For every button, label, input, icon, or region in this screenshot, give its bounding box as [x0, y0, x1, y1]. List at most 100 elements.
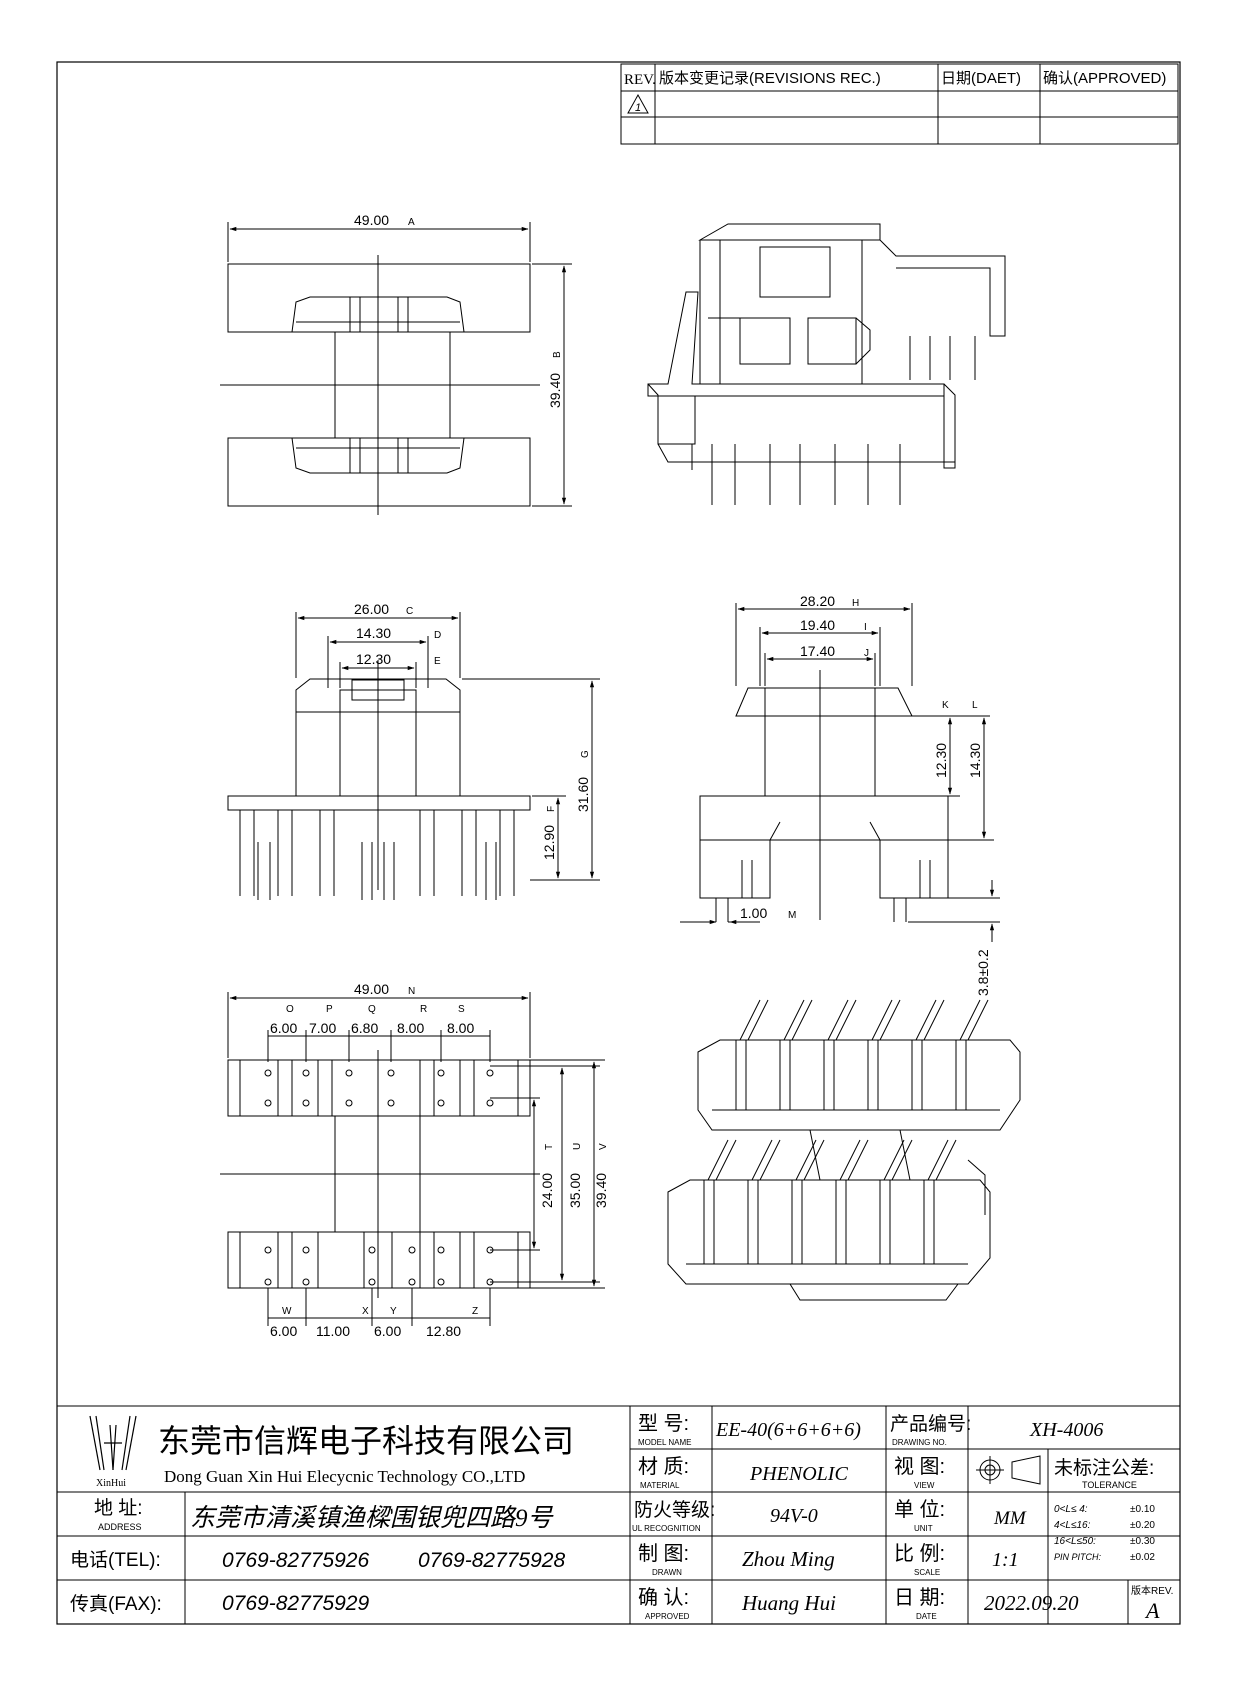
unit-label-en: UNIT — [914, 1524, 933, 1533]
dim-front-inner1: 14.30 — [356, 625, 391, 641]
dim-vert-3: 39.40 — [593, 1173, 609, 1208]
rev-header-rev: REV. — [624, 72, 656, 88]
dim-tag-g: G — [580, 750, 591, 758]
dim-tag-x: X — [362, 1306, 369, 1317]
outer-frame — [56, 61, 1181, 1625]
address-value: 东莞市清溪镇渔樑围银兜四路9号 — [190, 1504, 555, 1532]
dim-front-overall: 26.00 — [354, 601, 389, 617]
rev-header-approved: 确认(APPROVED) — [1043, 70, 1166, 87]
isometric-view-top — [647, 223, 1006, 505]
dim-side-inner2: 17.40 — [800, 643, 835, 659]
dim-vert-2: 35.00 — [567, 1173, 583, 1208]
dim-tag-z: Z — [472, 1306, 478, 1317]
approved-label-cn: 确 认: — [638, 1586, 689, 1609]
dim-tag-h: H — [852, 598, 859, 609]
dim-tag-j: J — [864, 648, 869, 659]
isometric-bottom-pins — [703, 999, 989, 1265]
drawn-label-cn: 制 图: — [638, 1542, 689, 1565]
dim-side-overall: 28.20 — [800, 593, 835, 609]
address-label-cn: 地 址: — [94, 1497, 143, 1519]
drawing-no-label-en: DRAWING NO. — [892, 1438, 947, 1447]
scale-value: 1:1 — [992, 1549, 1019, 1571]
dim-tag-k: K — [942, 700, 949, 711]
dim-pitch-top-5: 8.00 — [447, 1020, 474, 1036]
dim-tag-e: E — [434, 656, 441, 667]
bottom-view — [220, 992, 605, 1326]
dim-tag-w: W — [282, 1306, 292, 1317]
rev-value: A — [1144, 1598, 1160, 1623]
top-view — [220, 222, 572, 515]
approved-value: Huang Hui — [741, 1591, 836, 1615]
tolerance-value-4: ±0.02 — [1130, 1552, 1155, 1563]
tolerance-range-1: 0<L≤ 4: — [1054, 1504, 1088, 1515]
tolerance-label-en: TOLERANCE — [1082, 1480, 1137, 1490]
tolerance-value-1: ±0.10 — [1130, 1504, 1155, 1515]
dim-pitch-top-3: 6.80 — [351, 1020, 378, 1036]
dim-tag-n: N — [408, 986, 415, 997]
model-label-en: MODEL NAME — [638, 1438, 692, 1447]
dim-front-height: 31.60 — [575, 777, 591, 812]
tolerance-range-3: 16<L≤50: — [1054, 1536, 1096, 1547]
dim-tag-f: F — [546, 806, 557, 812]
company-name-cn: 东莞市信辉电子科技有限公司 — [158, 1423, 574, 1459]
dim-pitch-bottom-1: 6.00 — [270, 1323, 297, 1339]
flame-label-cn: 防火等级: — [634, 1499, 715, 1521]
material-label-en: MATERIAL — [640, 1481, 680, 1490]
dim-pitch-top-1: 6.00 — [270, 1020, 297, 1036]
view-label-cn: 视 图: — [894, 1455, 945, 1478]
third-angle-projection-icon — [976, 1455, 1041, 1485]
dim-pitch-top-4: 8.00 — [397, 1020, 424, 1036]
tolerance-value-3: ±0.30 — [1130, 1536, 1155, 1547]
tolerance-label-cn: 未标注公差: — [1054, 1457, 1154, 1479]
dim-tag-i: I — [864, 622, 867, 633]
drawn-label-en: DRAWN — [652, 1568, 682, 1577]
drawn-value: Zhou Ming — [742, 1547, 835, 1571]
material-value: PHENOLIC — [749, 1463, 848, 1485]
dim-side-pin: 1.00 — [740, 905, 767, 921]
view-label-en: VIEW — [914, 1481, 935, 1490]
material-label-cn: 材 质: — [638, 1455, 689, 1478]
tolerance-range-4: PIN PITCH: — [1054, 1552, 1102, 1562]
isometric-view-bottom — [667, 1039, 1021, 1301]
dim-bottom-width: 49.00 — [354, 981, 389, 997]
date-label-cn: 日 期: — [894, 1587, 945, 1609]
dim-side-v1: 12.30 — [933, 743, 949, 778]
dim-tag-s: S — [458, 1004, 465, 1015]
fax-number: 0769-82775929 — [222, 1592, 369, 1615]
dim-pitch-bottom-2: 11.00 — [316, 1323, 350, 1339]
dim-pitch-bottom-4: 12.80 — [426, 1323, 461, 1339]
dim-tag-y: Y — [390, 1306, 397, 1317]
dim-pitch-top-2: 7.00 — [309, 1020, 336, 1036]
unit-value: MM — [993, 1508, 1027, 1529]
side-view — [680, 603, 1000, 942]
dim-tag-m: M — [788, 910, 796, 921]
dim-front-inner2: 12.30 — [356, 651, 391, 667]
dim-side-pin-length: 3.8±0.2 — [975, 949, 991, 996]
scale-label-en: SCALE — [914, 1568, 940, 1577]
unit-label-cn: 单 位: — [894, 1498, 945, 1521]
company-name-en: Dong Guan Xin Hui Elecycnic Technology C… — [164, 1467, 525, 1486]
dim-tag-c: C — [406, 606, 413, 617]
dim-pitch-bottom-3: 6.00 — [374, 1323, 401, 1339]
date-label-en: DATE — [916, 1612, 937, 1621]
dim-tag-t: T — [544, 1144, 555, 1150]
rev-label: 版本REV. — [1131, 1584, 1173, 1597]
flame-value: 94V-0 — [770, 1505, 818, 1527]
rev-row-1-number: 1 — [635, 102, 641, 114]
model-value: EE-40(6+6+6+6) — [715, 1419, 861, 1441]
dim-tag-u: U — [572, 1143, 583, 1150]
approved-label-en: APPROVED — [645, 1612, 690, 1621]
tel-1: 0769-82775926 — [222, 1549, 369, 1572]
dim-tag-q: Q — [368, 1004, 376, 1015]
rev-header-date: 日期(DAET) — [941, 70, 1021, 87]
model-label-cn: 型 号: — [638, 1412, 689, 1435]
dim-side-v2: 14.30 — [967, 743, 983, 778]
dim-top-height: 39.40 — [547, 373, 563, 408]
date-value: 2022.09.20 — [984, 1591, 1079, 1615]
drawing-no-label-cn: 产品编号: — [890, 1413, 971, 1435]
dim-tag-l: L — [972, 700, 978, 711]
xinhui-logo — [89, 1415, 137, 1471]
logo-text: XinHui — [96, 1478, 126, 1489]
tolerance-value-2: ±0.20 — [1130, 1520, 1155, 1531]
